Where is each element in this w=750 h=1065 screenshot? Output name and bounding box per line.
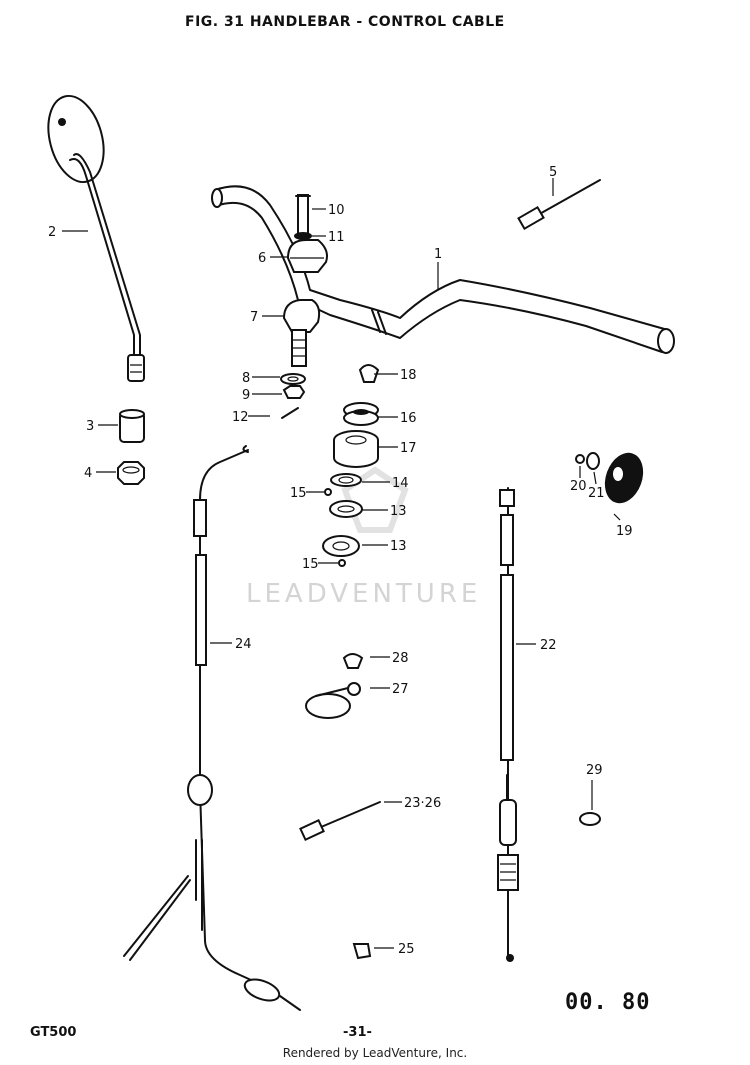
callout-22: 22 (540, 638, 557, 653)
part-17-bearing (333, 430, 379, 468)
page-number: -31- (343, 1025, 372, 1040)
handlebar-part (211, 185, 675, 354)
part-3-adaptor (119, 409, 145, 443)
part-29-plug (579, 812, 601, 826)
model-label: GT500 (30, 1025, 77, 1040)
callout-13-upper: 13 (390, 504, 407, 519)
part-22-cable (497, 487, 519, 962)
callout-27: 27 (392, 682, 409, 697)
part-15-ball-upper (324, 488, 332, 496)
callout-11: 11 (328, 230, 345, 245)
watermark-text: LEADVENTURE (246, 579, 481, 609)
callout-20: 20 (570, 479, 587, 494)
callout-labels: 1 2 3 4 5 6 7 8 9 10 11 12 13 13 14 15 1… (48, 165, 633, 957)
part-28-cap (342, 653, 364, 669)
callout-17: 17 (400, 441, 417, 456)
callout-21: 21 (588, 486, 605, 501)
rendered-by-credit: Rendered by LeadVenture, Inc. (282, 1046, 468, 1060)
callout-24: 24 (235, 637, 252, 652)
callout-7: 7 (250, 310, 258, 325)
callout-4: 4 (84, 466, 92, 481)
callout-3: 3 (86, 419, 94, 434)
revision-code: 00. 80 (565, 990, 651, 1015)
part-13-race-lower (322, 535, 360, 557)
mirror-part (47, 94, 145, 382)
part-5-strap (517, 179, 601, 231)
part-25-clip (352, 943, 372, 960)
part-4-nut (117, 461, 145, 485)
callout-2: 2 (48, 225, 56, 240)
part-21-spring (586, 452, 600, 470)
callout-14: 14 (392, 476, 409, 491)
callout-5: 5 (549, 165, 557, 180)
figure-title: FIG. 31 HANDLEBAR - CONTROL CABLE (185, 14, 505, 30)
part-23-26-sleeve (299, 801, 381, 841)
callout-10: 10 (328, 203, 345, 218)
watermark-logo (341, 466, 409, 533)
callout-28: 28 (392, 651, 409, 666)
part-15-ball-lower (338, 559, 346, 567)
part-24-cable (123, 445, 301, 1011)
callout-23-26: 23·26 (404, 796, 441, 811)
part-14-race (330, 473, 362, 487)
callout-18: 18 (400, 368, 417, 383)
callout-15-upper: 15 (290, 486, 307, 501)
callout-29: 29 (586, 763, 603, 778)
part-19-knob (604, 452, 644, 504)
part-13-race-upper (329, 500, 363, 518)
part-12-pin (281, 407, 299, 419)
part-20-washer (575, 454, 585, 464)
callout-6: 6 (258, 251, 266, 266)
callout-1: 1 (434, 247, 442, 262)
part-18-cap (358, 364, 380, 383)
leader-lines (62, 178, 621, 949)
callout-13-lower: 13 (390, 539, 407, 554)
part-8-washer (280, 373, 306, 385)
callout-9: 9 (242, 388, 250, 403)
callout-19: 19 (616, 524, 633, 539)
callout-25: 25 (398, 942, 415, 957)
callout-12: 12 (232, 410, 249, 425)
part-27-bracket (305, 682, 361, 719)
part-9-nut (282, 385, 306, 399)
part-16-nut (343, 402, 379, 426)
handlebar-clamp (282, 194, 328, 367)
callout-8: 8 (242, 371, 250, 386)
callout-16: 16 (400, 411, 417, 426)
callout-15-lower: 15 (302, 557, 319, 572)
